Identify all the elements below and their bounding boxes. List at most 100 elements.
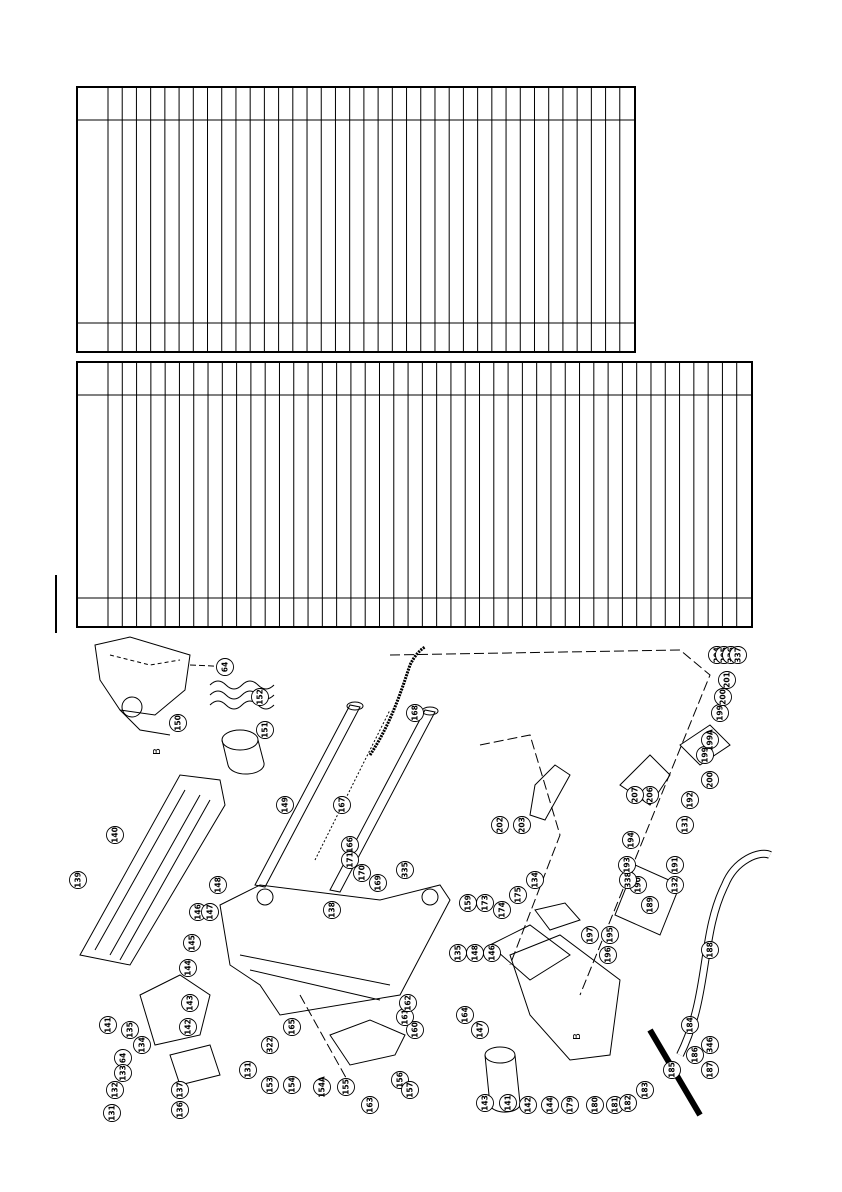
cylinder-part bbox=[221, 729, 265, 775]
callout-number: 199A bbox=[706, 729, 715, 751]
callout-number: 199 bbox=[716, 705, 725, 721]
callout-number: 141 bbox=[104, 1017, 113, 1033]
part-callout: 203 bbox=[513, 816, 531, 834]
callout-number: 147 bbox=[476, 1022, 485, 1038]
part-callout: 337 bbox=[729, 646, 747, 664]
part-callout: 150 bbox=[169, 714, 187, 732]
lower-bracket bbox=[139, 974, 406, 1086]
part-callout: 196 bbox=[599, 946, 617, 964]
part-callout: 171 bbox=[341, 851, 359, 869]
callout-number: 154 bbox=[288, 1077, 297, 1093]
callout-number: 164 bbox=[461, 1007, 470, 1023]
dust-chute bbox=[614, 849, 772, 1057]
part-callout: 138 bbox=[323, 901, 341, 919]
callout-number: 131 bbox=[244, 1062, 253, 1078]
part-callout: 136 bbox=[171, 1101, 189, 1119]
part-callout: 193 bbox=[618, 856, 636, 874]
callout-number: 142 bbox=[184, 1019, 193, 1035]
part-callout: 132 bbox=[666, 876, 684, 894]
callout-number: 148 bbox=[214, 877, 223, 893]
part-callout: 199 bbox=[711, 704, 729, 722]
part-callout: 141 bbox=[99, 1016, 117, 1034]
callout-number: 199 bbox=[701, 747, 710, 763]
callout-number: 132 bbox=[111, 1082, 120, 1098]
callout-number: 151 bbox=[261, 722, 270, 738]
callout-number: 152 bbox=[256, 689, 265, 705]
callout-number: 181 bbox=[611, 1097, 620, 1113]
callout-number: 191 bbox=[671, 857, 680, 873]
part-callout: 182 bbox=[619, 1094, 637, 1112]
callout-number: 192 bbox=[686, 792, 695, 808]
callout-number: 338 bbox=[624, 872, 633, 888]
cable-part bbox=[368, 645, 426, 756]
callout-number: 146 bbox=[488, 945, 497, 961]
arm-cover bbox=[79, 774, 226, 966]
part-callout: 142 bbox=[179, 1018, 197, 1036]
part-callout: 180 bbox=[586, 1096, 604, 1114]
callout-number: 148 bbox=[471, 945, 480, 961]
callout-number: 163 bbox=[366, 1097, 375, 1113]
part-callout: 155 bbox=[337, 1078, 355, 1096]
callout-number: 173 bbox=[481, 895, 490, 911]
callout-number: 180 bbox=[591, 1097, 600, 1113]
part-callout: 144 bbox=[541, 1096, 559, 1114]
callout-number: 134 bbox=[138, 1037, 147, 1053]
part-callout: 322 bbox=[261, 1036, 279, 1054]
callout-number: 337 bbox=[734, 647, 743, 663]
part-callout: 185 bbox=[663, 1061, 681, 1079]
callout-number: 187 bbox=[706, 1062, 715, 1078]
part-callout: 163 bbox=[361, 1096, 379, 1114]
part-callout: 147 bbox=[201, 903, 219, 921]
part-callout: 199A bbox=[701, 729, 719, 751]
callout-number: 188 bbox=[706, 942, 715, 958]
part-callout: 146 bbox=[483, 944, 501, 962]
callout-number: 185 bbox=[668, 1062, 677, 1078]
part-callout: 134 bbox=[526, 871, 544, 889]
part-callout: 143 bbox=[181, 994, 199, 1012]
part-callout: 175 bbox=[509, 886, 527, 904]
callout-number: 146 bbox=[194, 904, 203, 920]
callout-number: 135 bbox=[126, 1022, 135, 1038]
callout-number: 346 bbox=[706, 1037, 715, 1053]
part-callout: 148 bbox=[466, 944, 484, 962]
part-callout: 148 bbox=[209, 876, 227, 894]
callout-number: 144 bbox=[184, 960, 193, 976]
callout-number: 155 bbox=[342, 1079, 351, 1095]
part-callout: 64 bbox=[216, 658, 234, 676]
part-callout: 142 bbox=[519, 1096, 537, 1114]
callout-number: 142 bbox=[524, 1097, 533, 1113]
callout-number: 203 bbox=[518, 817, 527, 833]
part-callout: 133 bbox=[114, 1064, 132, 1082]
callout-number: 168 bbox=[411, 705, 420, 721]
callout-number: 132 bbox=[671, 877, 680, 893]
part-callout: 166 bbox=[341, 836, 359, 854]
part-callout: 192 bbox=[681, 791, 699, 809]
dashed-outline bbox=[479, 734, 561, 966]
callout-number: 190 bbox=[634, 877, 643, 893]
callout-number: 143 bbox=[186, 995, 195, 1011]
callout-number: 135 bbox=[454, 945, 463, 961]
callout-number: 145 bbox=[188, 935, 197, 951]
part-callout: 168 bbox=[406, 704, 424, 722]
parts-table-1-grid bbox=[78, 88, 634, 351]
part-callout: 201 bbox=[718, 671, 736, 689]
part-callout: 164 bbox=[456, 1006, 474, 1024]
callout-number: 150 bbox=[174, 715, 183, 731]
callout-number: 202 bbox=[496, 817, 505, 833]
part-callout: 183 bbox=[636, 1081, 654, 1099]
callout-number: 137 bbox=[176, 1082, 185, 1098]
callout-number: 207 bbox=[631, 787, 640, 803]
part-callout: 145 bbox=[183, 934, 201, 952]
part-callout: 170 bbox=[353, 864, 371, 882]
part-callout: 64 bbox=[114, 1049, 132, 1067]
part-callout: 189 bbox=[641, 896, 659, 914]
dashed-outline bbox=[389, 649, 711, 996]
right-carriage bbox=[484, 924, 703, 1117]
motor-housing bbox=[94, 636, 191, 736]
part-callout: 154 bbox=[283, 1076, 301, 1094]
callout-number: 335 bbox=[401, 862, 410, 878]
part-callout: 188 bbox=[701, 941, 719, 959]
part-callout: 200 bbox=[714, 688, 732, 706]
part-callout: 137 bbox=[171, 1081, 189, 1099]
part-callout: 153 bbox=[261, 1076, 279, 1094]
